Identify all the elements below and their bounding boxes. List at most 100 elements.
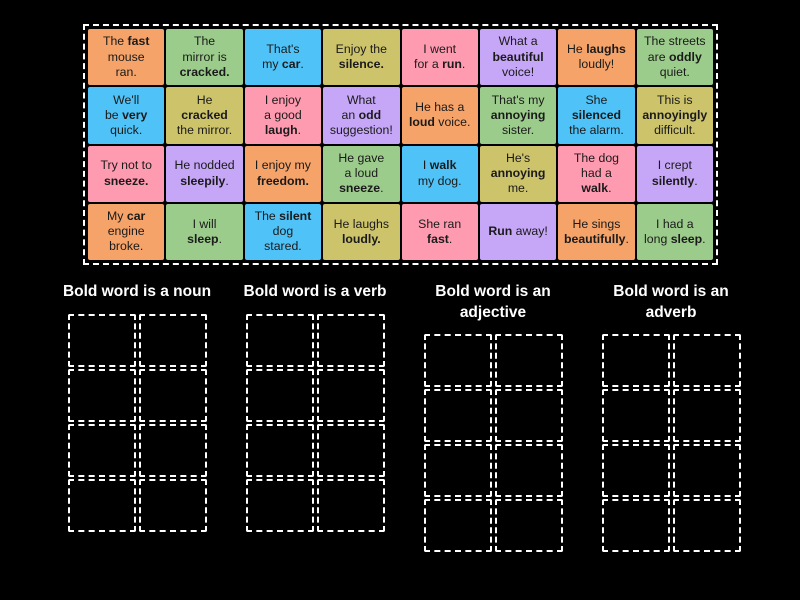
dropzone[interactable] (67, 313, 136, 367)
tile-line: quick. (110, 122, 143, 137)
dropzone-grid (67, 313, 207, 532)
tile-line: He (196, 92, 213, 107)
dropzone[interactable] (316, 313, 385, 367)
dropzone[interactable] (494, 334, 563, 388)
tile-line: She ran (418, 216, 462, 231)
dropzone[interactable] (138, 368, 207, 422)
tile-line: cracked (181, 107, 228, 122)
dropzone[interactable] (601, 499, 670, 553)
dropzone[interactable] (245, 368, 314, 422)
tile-line: freedom. (256, 173, 309, 188)
tile-line: I enjoy my (254, 158, 311, 173)
tile-line: This is (657, 92, 693, 107)
sentence-tile[interactable]: Run away! (479, 203, 557, 260)
tile-line: My car (107, 209, 146, 224)
tile-line: The silent (254, 209, 312, 224)
dropzone[interactable] (672, 499, 741, 553)
dropzone[interactable] (672, 334, 741, 388)
tile-line: walk. (581, 181, 612, 196)
tile-line: The streets (644, 34, 706, 49)
tile-line: silence. (338, 57, 384, 72)
dropzone[interactable] (601, 389, 670, 443)
tile-line: That's (266, 41, 300, 56)
tile-line: That's my (491, 92, 545, 107)
dropzone[interactable] (67, 478, 136, 532)
dropzone[interactable] (423, 389, 492, 443)
tile-line: beautiful (492, 49, 544, 64)
tile-line: He has a (415, 100, 465, 115)
dropzone[interactable] (138, 478, 207, 532)
dropzone[interactable] (138, 313, 207, 367)
tile-line: Enjoy the (335, 41, 387, 56)
dropzone[interactable] (245, 423, 314, 477)
dropzone[interactable] (494, 389, 563, 443)
dropzone[interactable] (138, 423, 207, 477)
tile-line: sneeze. (103, 173, 149, 188)
tile-line: I enjoy (264, 92, 302, 107)
dropzone[interactable] (316, 423, 385, 477)
tile-line: What (346, 92, 376, 107)
tile-line: annoying (490, 166, 546, 180)
dropzone[interactable] (67, 423, 136, 477)
tile-line: fast. (427, 231, 453, 246)
dropzone[interactable] (423, 334, 492, 388)
dropzone-grid (245, 313, 385, 532)
dropzone[interactable] (601, 444, 670, 498)
dropzone[interactable] (316, 368, 385, 422)
tile-line: a loud (344, 166, 379, 180)
dropzone[interactable] (423, 499, 492, 553)
tile-line: sister. (502, 122, 535, 137)
tile-line: the mirror. (176, 122, 233, 137)
dropzone[interactable] (67, 368, 136, 422)
tile-line: are oddly (647, 49, 702, 64)
tile-line: my car. (262, 57, 304, 72)
dropzone[interactable] (316, 478, 385, 532)
dropzone[interactable] (494, 499, 563, 553)
tile-line: broke. (109, 239, 144, 254)
tile-line: difficult. (654, 122, 696, 137)
dropzone[interactable] (423, 444, 492, 498)
dropzone[interactable] (601, 334, 670, 388)
dropzone[interactable] (672, 389, 741, 443)
dropzone[interactable] (245, 313, 314, 367)
dropzone[interactable] (672, 444, 741, 498)
dropzone[interactable] (494, 444, 563, 498)
tile-line: The fast (102, 34, 150, 49)
dropzone[interactable] (245, 478, 314, 532)
